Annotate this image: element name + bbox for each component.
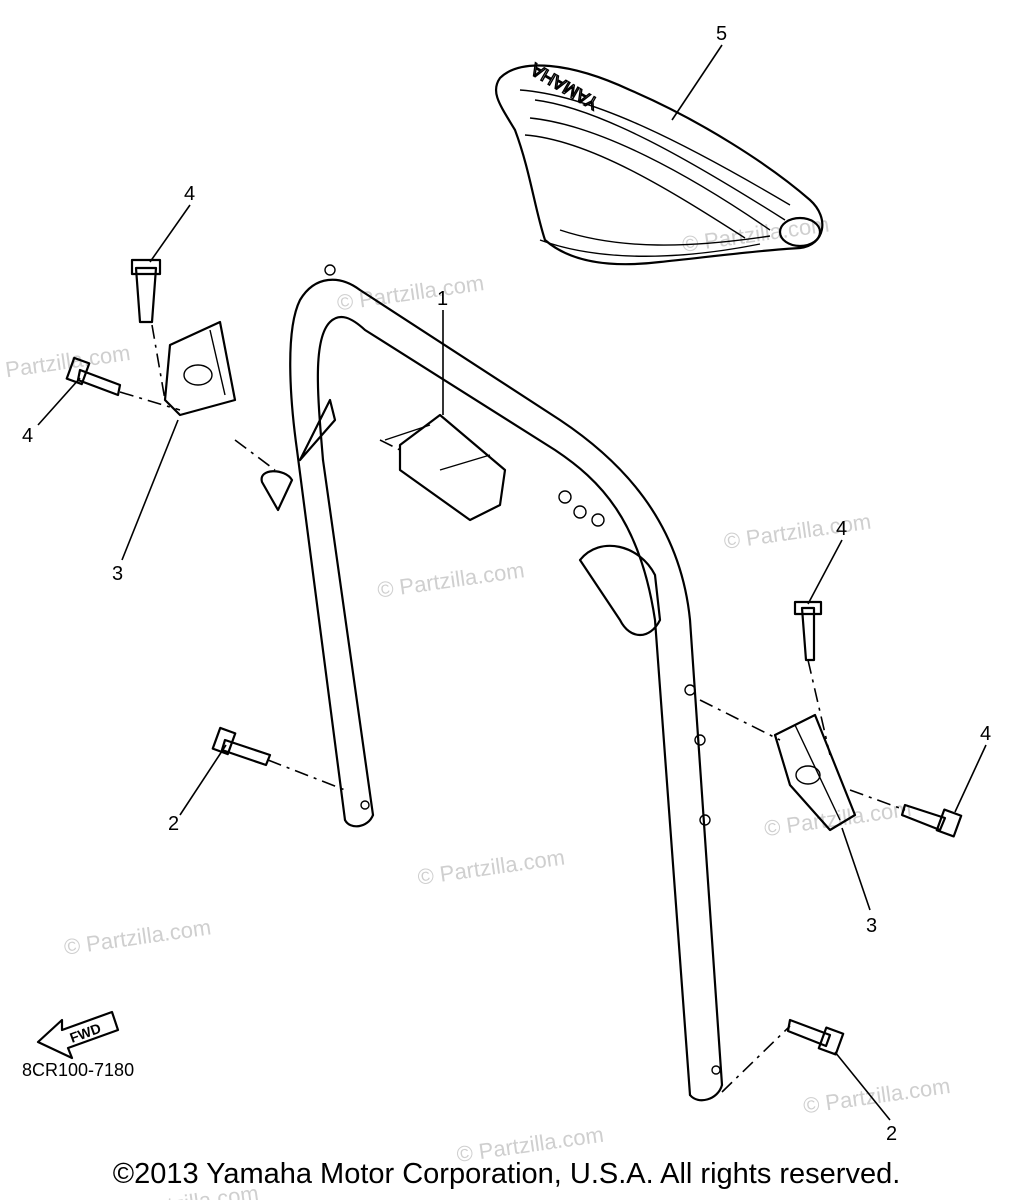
callout-4: 4 [184, 183, 195, 205]
bolt-4-top-left [130, 258, 162, 324]
watermark: © Partzilla.com [335, 270, 485, 315]
callout-4: 4 [22, 425, 33, 447]
fwd-arrow-icon: FWD [36, 1010, 120, 1060]
watermark: © Partzilla.com [722, 509, 872, 554]
right-bracket [773, 713, 857, 832]
watermark: © Partzilla.com [376, 557, 526, 602]
watermark: © Partzilla.com [763, 796, 913, 841]
left-bracket [163, 320, 237, 417]
handle-bar-frame [260, 264, 724, 1102]
callout-5: 5 [716, 23, 727, 45]
watermark: © Partzilla.com [802, 1073, 952, 1118]
diagram-code: 8CR100-7180 [22, 1060, 135, 1080]
assembly-lines [119, 324, 906, 1093]
watermarks: © Partzilla.com © Partzilla.com © Partzi… [0, 212, 952, 1200]
watermark: © Partzilla.com [416, 844, 566, 889]
callout-2: 2 [168, 813, 179, 835]
callout-1: 1 [437, 288, 448, 310]
bolt-2-left [211, 726, 272, 767]
copyright-text: ©2013 Yamaha Motor Corporation, U.S.A. A… [112, 1158, 901, 1190]
callouts: 5 1 4 4 3 4 4 2 3 2 [22, 23, 991, 1145]
bolt-4-right-top [793, 600, 823, 662]
callout-2: 2 [886, 1123, 897, 1145]
watermark: © Partzilla.com [62, 914, 212, 959]
callout-4: 4 [980, 723, 991, 745]
bolt-4-left [65, 356, 122, 397]
leader-lines [37, 44, 987, 1121]
callout-3: 3 [866, 915, 877, 937]
bolt-2-right [786, 1018, 845, 1056]
callout-4: 4 [836, 518, 847, 540]
callout-3: 3 [112, 563, 123, 585]
bolt-4-right [900, 803, 963, 838]
